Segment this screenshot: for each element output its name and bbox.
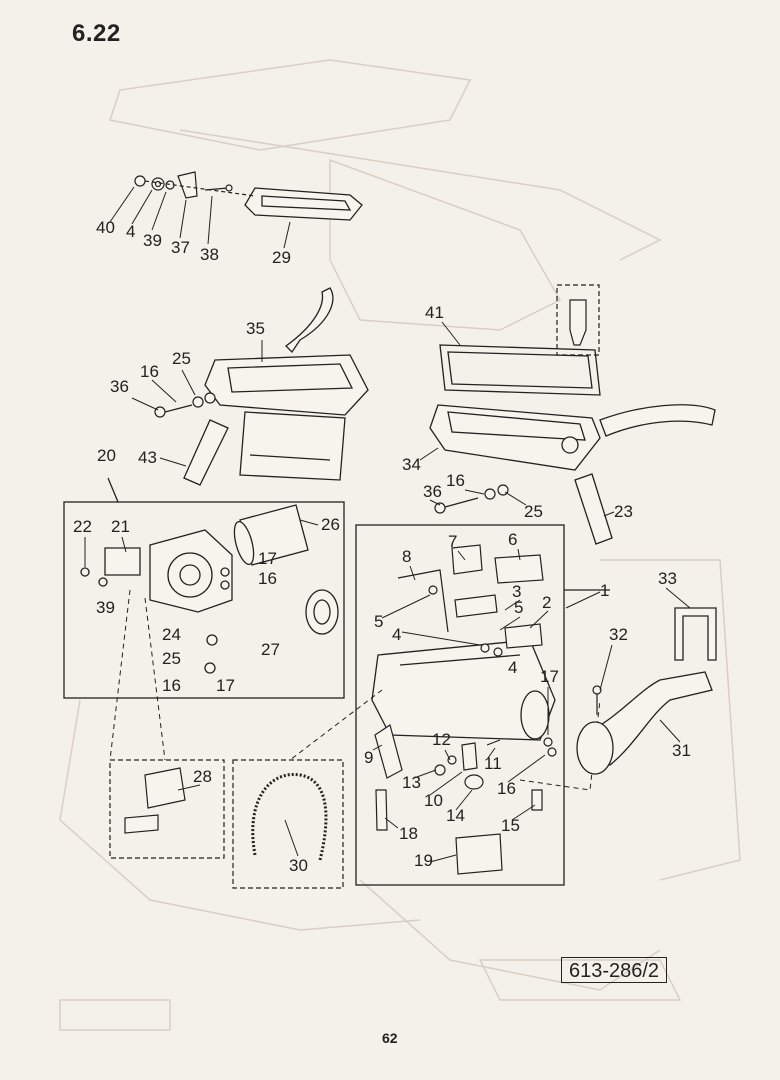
bolt-36-left	[154, 392, 216, 418]
part-31-duct	[576, 671, 713, 775]
part-28-inset-box	[109, 759, 225, 859]
callout-26: 26	[321, 515, 340, 534]
callout-15: 15	[501, 816, 520, 835]
part-26-tube	[233, 504, 309, 566]
callout-24: 24	[162, 625, 181, 644]
group-1-heater-box	[355, 524, 610, 886]
hose-upper	[285, 287, 334, 354]
callout-34: 34	[402, 455, 421, 474]
callout-1: 1	[600, 581, 609, 600]
section-number: 6.22	[72, 20, 121, 47]
fastener-group-top	[134, 171, 256, 199]
screw-32	[592, 685, 602, 715]
callout-labels: 40 4 39 37 38 29 35 41 25 16 36 43 20 34…	[73, 218, 691, 875]
callout-leader-lines	[84, 186, 691, 863]
callout-4-right: 4	[508, 658, 517, 677]
callout-17-upper: 17	[258, 549, 277, 568]
callout-38: 38	[200, 245, 219, 264]
callout-10: 10	[424, 791, 443, 810]
callout-35: 35	[246, 319, 265, 338]
callout-16-right: 16	[446, 471, 465, 490]
callout-25-right: 25	[524, 502, 543, 521]
callout-6: 6	[508, 530, 517, 549]
callout-4-top: 4	[126, 222, 135, 241]
part-23-tube	[574, 473, 613, 545]
callout-5-left: 5	[374, 612, 383, 631]
callout-16-upper: 16	[258, 569, 277, 588]
callout-18: 18	[399, 824, 418, 843]
dashed-leaders	[109, 589, 601, 791]
callout-7: 7	[448, 532, 457, 551]
gasket-profile-inset	[556, 284, 600, 356]
part-43-tube	[183, 419, 229, 486]
callout-14: 14	[446, 806, 465, 825]
callout-16-lower: 16	[497, 779, 516, 798]
part-33-bracket	[674, 607, 717, 661]
callout-25-left: 25	[172, 349, 191, 368]
callout-4-left: 4	[392, 625, 401, 644]
callout-25-mid: 25	[162, 649, 181, 668]
part-29-tray	[244, 187, 363, 221]
blower-fan-assembly	[80, 529, 233, 674]
drawing-reference-code: 613-286/2	[561, 957, 667, 983]
callout-23: 23	[614, 502, 633, 521]
part-27-ring	[305, 589, 339, 635]
callout-17-right: 17	[540, 667, 559, 686]
callout-37: 37	[171, 238, 190, 257]
callout-9: 9	[364, 748, 373, 767]
callout-3: 3	[512, 582, 521, 601]
callout-29: 29	[272, 248, 291, 267]
callout-36-right: 36	[423, 482, 442, 501]
callout-39-top: 39	[143, 231, 162, 250]
callout-32: 32	[609, 625, 628, 644]
callout-39-mid: 39	[96, 598, 115, 617]
callout-33: 33	[658, 569, 677, 588]
page-number: 62	[382, 1030, 398, 1046]
group-1-small-parts	[374, 544, 557, 875]
callout-16-mid: 16	[162, 676, 181, 695]
callout-21: 21	[111, 517, 130, 536]
callout-22: 22	[73, 517, 92, 536]
callout-20: 20	[97, 446, 116, 465]
callout-11: 11	[484, 754, 502, 773]
part-35-heater-box	[204, 354, 369, 481]
hose-right	[599, 404, 716, 437]
callout-16-left: 16	[140, 362, 159, 381]
callout-8: 8	[402, 547, 411, 566]
callout-28: 28	[193, 767, 212, 786]
part-30-inset-box	[232, 759, 344, 889]
callout-19: 19	[414, 851, 433, 870]
callout-36-left: 36	[110, 377, 129, 396]
callout-30: 30	[289, 856, 308, 875]
callout-41: 41	[425, 303, 444, 322]
callout-2: 2	[542, 593, 551, 612]
callout-17-mid: 17	[216, 676, 235, 695]
callout-5-right: 5	[514, 598, 523, 617]
part-34-heater-box	[429, 404, 601, 471]
background-ghost-outline	[59, 59, 741, 1031]
part-41-gasket	[439, 344, 601, 396]
callout-12: 12	[432, 730, 451, 749]
callout-27: 27	[261, 640, 280, 659]
callout-13: 13	[402, 773, 421, 792]
group-20-blower-box	[63, 477, 345, 699]
callout-40: 40	[96, 218, 115, 237]
callout-43: 43	[138, 448, 157, 467]
callout-31: 31	[672, 741, 691, 760]
heater-core-body	[371, 639, 556, 741]
